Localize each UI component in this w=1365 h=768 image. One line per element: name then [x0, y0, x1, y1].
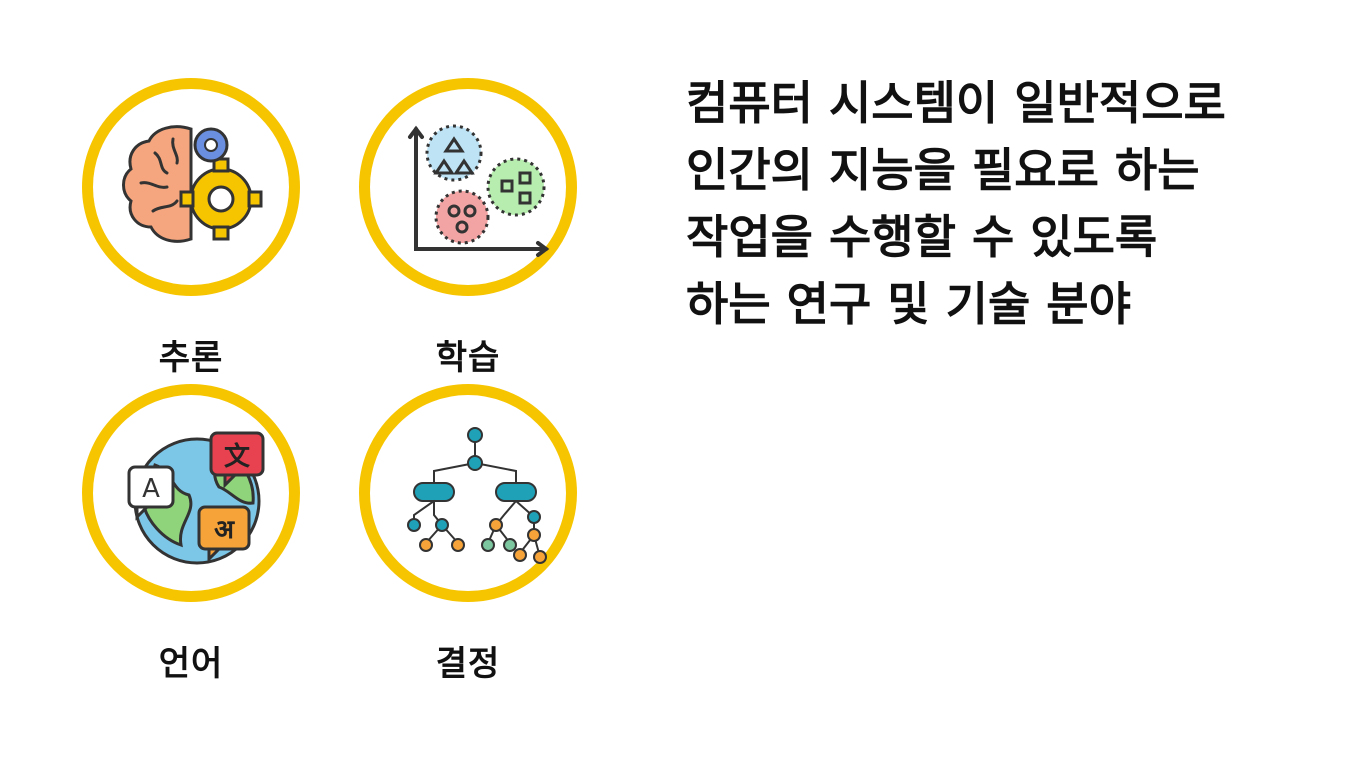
icon-ring: A 文 अ	[82, 384, 300, 602]
definition-line: 인간의 지능을 필요로 하는	[686, 143, 1200, 197]
latin-glyph: A	[142, 474, 160, 504]
icon-ring	[359, 384, 577, 602]
card-learning: 학습	[348, 78, 588, 379]
card-label: 언어	[158, 644, 224, 684]
globe-translation-icon: A 文 अ	[127, 431, 265, 565]
card-decision: 결정	[348, 384, 588, 685]
icon-ring	[82, 78, 300, 296]
icon-ring	[359, 78, 577, 296]
card-reasoning: 추론	[71, 78, 311, 379]
definition-line: 작업을 수행할 수 있도록	[686, 210, 1158, 264]
definition-line: 컴퓨터 시스템이 일반적으로	[686, 76, 1226, 130]
clustering-chart-icon	[408, 124, 550, 257]
card-language: A 文 अ 언어	[71, 384, 311, 685]
decision-tree-icon	[407, 427, 547, 564]
devanagari-glyph: अ	[214, 515, 235, 545]
chinese-glyph: 文	[224, 441, 251, 472]
definition-line: 하는 연구 및 기술 분야	[686, 277, 1131, 331]
card-label: 학습	[435, 338, 501, 378]
brain-gear-icon	[122, 125, 263, 243]
card-label: 추론	[158, 338, 224, 378]
definition-text: 컴퓨터 시스템이 일반적으로 인간의 지능을 필요로 하는 작업을 수행할 수 …	[686, 70, 1346, 338]
card-label: 결정	[435, 644, 501, 684]
